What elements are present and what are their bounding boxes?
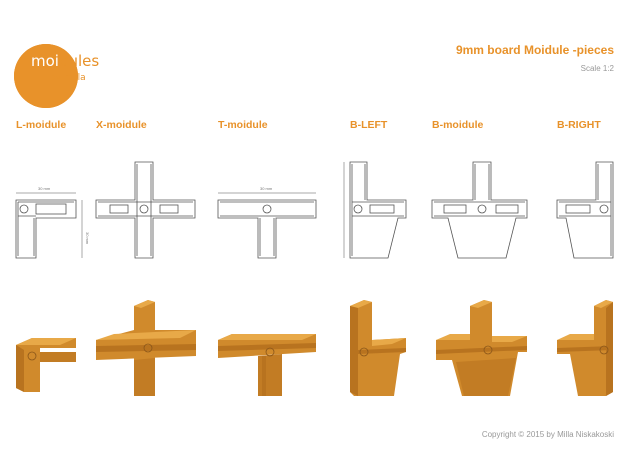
brand-logo-sub: by milla [50,73,86,83]
brand-logo-text-main: moi [31,52,59,70]
t-dimension-width: 30 mm [260,186,273,191]
label-x-moidule: X-moidule [96,119,147,131]
b-right-drawing [556,161,614,259]
x-moidule-drawing [95,161,196,259]
b-moidule-render [436,300,527,396]
label-b-right: B-RIGHT [557,119,601,131]
scale-label: Scale 1:2 [580,64,614,73]
l-moidule-drawing [15,192,83,259]
b-moidule-drawing [431,161,528,259]
t-moidule-render [218,334,316,396]
page-title: 9mm board Moidule -pieces [455,43,614,57]
label-t-moidule: T-moidule [218,119,268,131]
t-moidule-drawing [217,192,317,259]
label-b-left: B-LEFT [350,119,388,131]
label-b-moidule: B-moidule [432,119,484,131]
brand-logo-text: moidules [31,52,99,70]
b-left-render [350,300,406,396]
x-moidule-render [96,300,196,396]
l-dimension-width: 30 mm [38,186,51,191]
l-moidule-render [16,338,76,392]
copyright: Copyright © 2015 by Milla Niskakoski [481,430,614,439]
brand-logo-circle [14,44,78,108]
brand-logo-text-rest: dules [58,52,100,70]
l-dimension-height: 30 mm [85,232,90,245]
b-left-drawing [343,161,407,259]
b-right-render [557,300,613,396]
label-l-moidule: L-moidule [16,119,67,131]
